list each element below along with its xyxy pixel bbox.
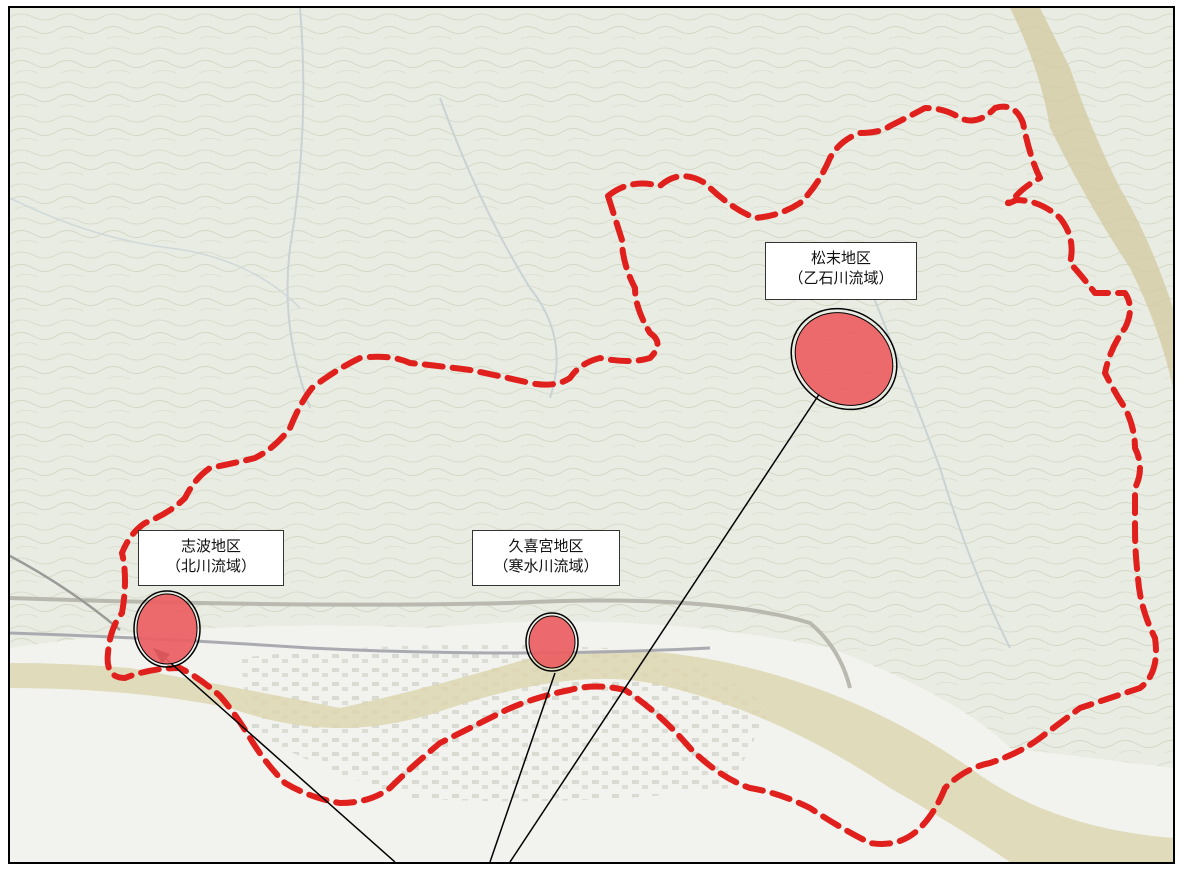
chikugo-river xyxy=(10,650,1173,862)
map-canvas[interactable] xyxy=(10,8,1173,862)
leader-line-kukimiya xyxy=(489,672,556,862)
affected-area-boundary xyxy=(104,103,1159,847)
map-frame[interactable]: 松末地区 （乙石川流域） 志波地区 （北川流域） 久喜宮地区 （寒水川流域） xyxy=(8,6,1175,864)
stream-4 xyxy=(10,197,301,309)
stream-2 xyxy=(439,97,558,399)
railway xyxy=(10,554,121,631)
district-name: 松末地区 xyxy=(810,249,871,267)
urban-area xyxy=(240,644,770,802)
basin-name: （北川流域） xyxy=(165,557,256,575)
label-kukimiya: 久喜宮地区 （寒水川流域） xyxy=(472,530,620,586)
leader-line-matsusue xyxy=(509,392,821,862)
district-name: 久喜宮地区 xyxy=(508,537,584,555)
leader-line-shiwa xyxy=(164,657,396,862)
expressway xyxy=(10,596,852,689)
marker-kukimiya[interactable] xyxy=(525,612,579,672)
northeast-river xyxy=(870,8,1173,388)
marker-matsusue[interactable] xyxy=(771,288,916,430)
label-matsusue: 松末地区 （乙石川流域） xyxy=(765,242,917,300)
basin-name: （寒水川流域） xyxy=(493,557,599,575)
marker-shiwa[interactable] xyxy=(133,590,201,668)
basin-name: （乙石川流域） xyxy=(788,269,894,287)
district-name: 志波地区 xyxy=(180,537,241,555)
stream-1 xyxy=(286,8,311,409)
label-shiwa: 志波地区 （北川流域） xyxy=(138,530,284,586)
